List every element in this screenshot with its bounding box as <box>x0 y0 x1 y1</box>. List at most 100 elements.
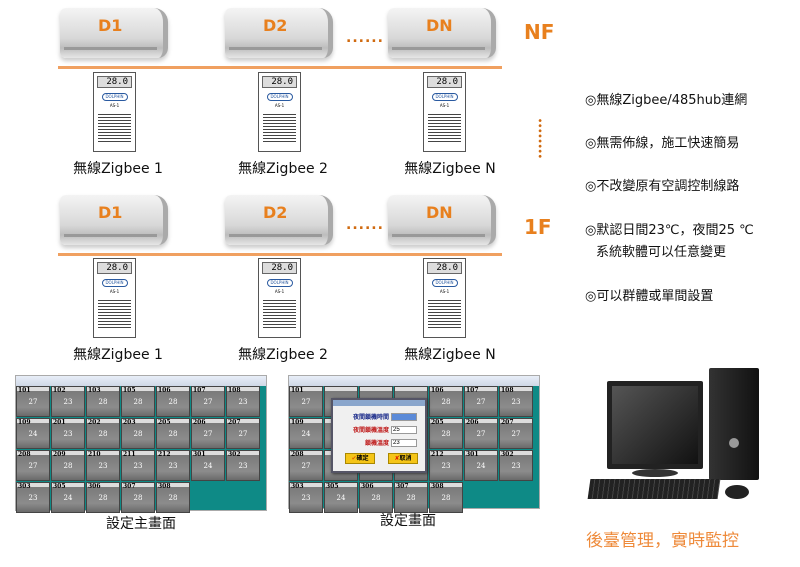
room-tile[interactable]: 305 24 <box>324 482 358 513</box>
room-temp: 28 <box>371 494 381 502</box>
room-temp: 24 <box>203 462 213 470</box>
room-temp: 28 <box>168 494 178 502</box>
room-temp: 24 <box>336 494 346 502</box>
room-number: 205 <box>431 419 444 426</box>
room-number: 208 <box>18 451 31 458</box>
room-tile[interactable]: 308 28 <box>156 482 190 513</box>
lcd-display: 28.0 <box>262 76 297 88</box>
room-tile[interactable]: 303 23 <box>16 482 50 513</box>
unit-label: D1 <box>98 203 123 222</box>
room-number: 308 <box>158 483 171 490</box>
lock-temp-input[interactable] <box>391 438 417 447</box>
room-number: 305 <box>53 483 66 490</box>
monitor-stand <box>632 469 678 477</box>
model-label: AS-1 <box>109 289 120 294</box>
controller-caption: 無線Zigbee 2 <box>238 161 328 177</box>
lcd-display: 28.0 <box>262 262 297 274</box>
lcd-display: 28.0 <box>97 262 132 274</box>
horizontal-ellipsis: ...... <box>346 30 384 46</box>
room-number: 306 <box>361 483 374 490</box>
model-label: AS-1 <box>439 289 450 294</box>
unit-label: D2 <box>263 16 288 35</box>
room-temp: 23 <box>63 398 73 406</box>
room-temp: 27 <box>511 430 521 438</box>
monitor <box>607 381 703 469</box>
brand-logo: DOLPHIN <box>101 279 128 287</box>
model-label: AS-1 <box>439 103 450 108</box>
night-lock-temp-input[interactable] <box>391 425 417 434</box>
brand-logo: DOLPHIN <box>266 279 293 287</box>
night-lock-time-input[interactable] <box>391 412 417 421</box>
room-tile[interactable]: 212 23 <box>429 450 463 481</box>
room-temp: 28 <box>406 494 416 502</box>
room-temp: 28 <box>98 398 108 406</box>
room-temp: 23 <box>511 398 521 406</box>
room-number: 212 <box>431 451 444 458</box>
room-temp: 23 <box>441 462 451 470</box>
room-number: 107 <box>466 387 479 394</box>
room-number: 302 <box>228 451 241 458</box>
unit-label: D2 <box>263 203 288 222</box>
room-temp: 28 <box>98 494 108 502</box>
title-bar <box>289 376 539 386</box>
lcd-display: 28.0 <box>427 262 462 274</box>
brand-logo: DOLPHIN <box>101 93 128 101</box>
cancel-button[interactable]: ✘取消 <box>388 453 418 464</box>
controller-caption: 無線Zigbee 1 <box>73 347 163 363</box>
room-number: 305 <box>326 483 339 490</box>
settings-dialog: 夜間鎖機時間 夜間鎖機溫度 鎖機溫度 ✔確定 ✘取消 <box>331 398 427 473</box>
room-number: 301 <box>466 451 479 458</box>
feature: ◎默認日間23℃，夜間25 ℃ <box>585 223 754 238</box>
room-number: 208 <box>291 451 304 458</box>
room-temp: 23 <box>98 462 108 470</box>
room-tile[interactable]: 306 28 <box>359 482 393 513</box>
room-temp: 23 <box>28 494 38 502</box>
air-conditioner-unit: DN <box>388 8 496 58</box>
room-number: 211 <box>123 451 136 458</box>
room-number: 303 <box>18 483 31 490</box>
room-temp: 28 <box>441 494 451 502</box>
room-number: 106 <box>158 387 171 394</box>
ok-button[interactable]: ✔確定 <box>345 453 375 464</box>
